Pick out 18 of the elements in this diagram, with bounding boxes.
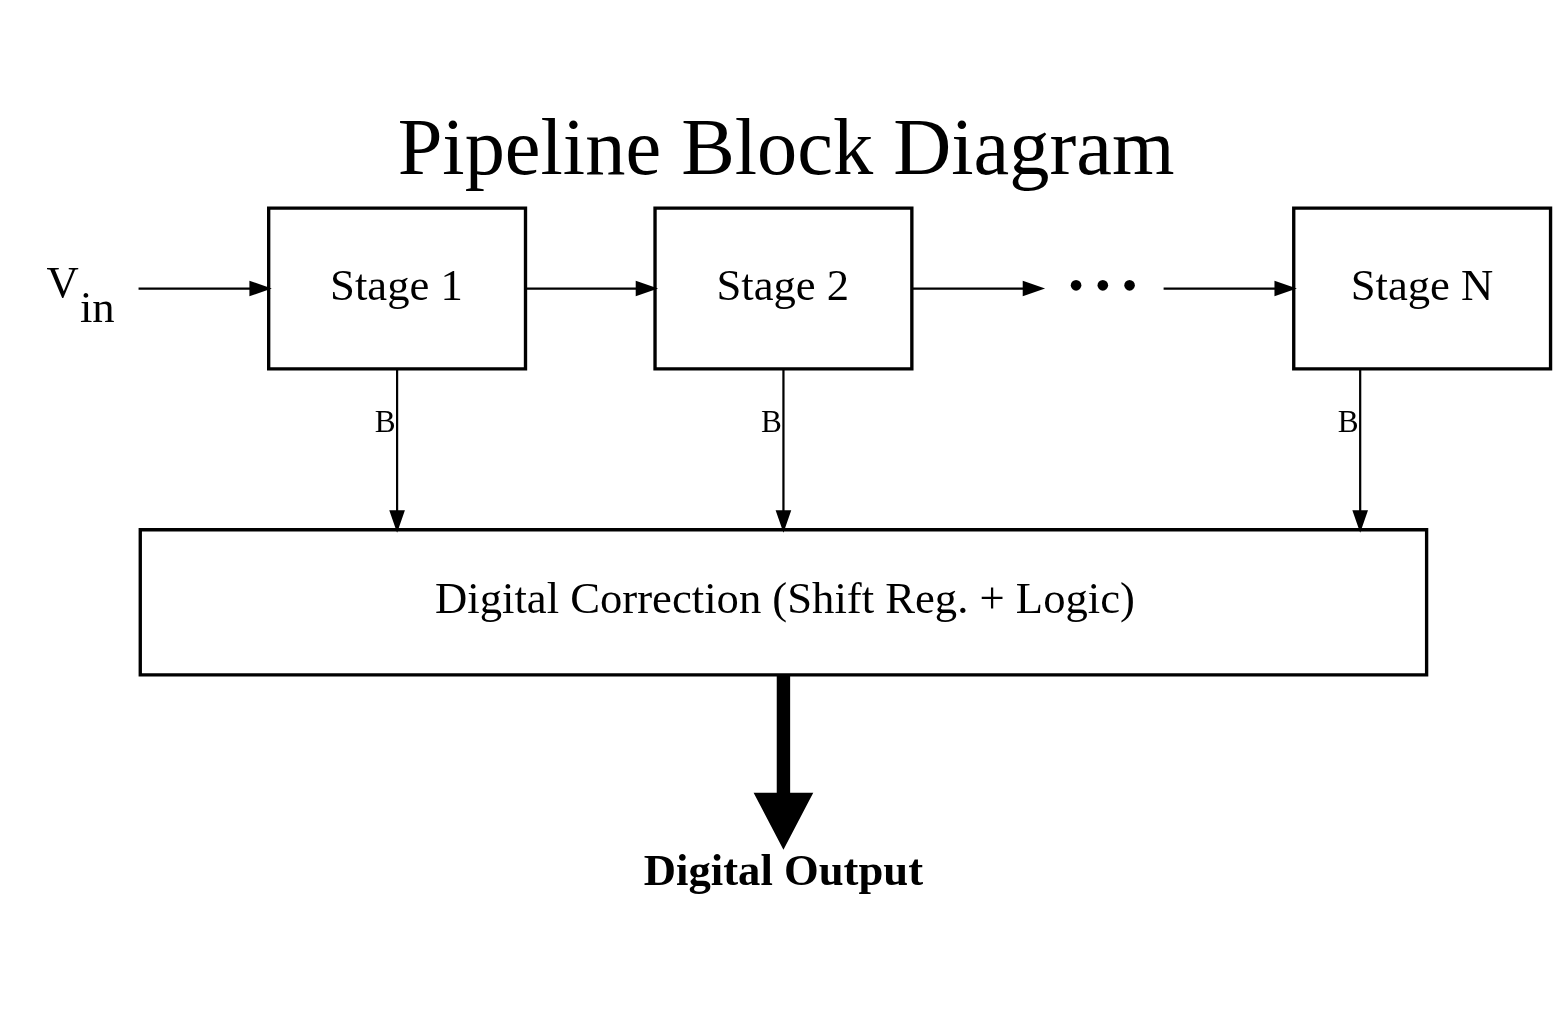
edge-label: B	[761, 403, 782, 439]
arrow	[775, 368, 792, 533]
arrow	[525, 280, 659, 296]
arrow	[753, 674, 814, 850]
node-text: • • •	[1068, 259, 1138, 310]
arrow	[1163, 280, 1297, 296]
node-box: Stage 2	[653, 205, 914, 371]
node-box: Stage 1	[267, 205, 528, 371]
diagram-title: Pipeline Block Diagram	[397, 101, 1175, 191]
arrow	[912, 280, 1046, 296]
node-text: Digital Output	[643, 844, 924, 895]
arrow	[138, 280, 272, 296]
edge-label: B	[1337, 403, 1359, 439]
edge-label: B	[374, 403, 396, 439]
node-box: Stage N	[1292, 205, 1553, 371]
arrow	[389, 368, 405, 533]
node-box: Digital Correction (Shift Reg. + Logic)	[138, 527, 1429, 677]
arrow	[1352, 368, 1368, 533]
